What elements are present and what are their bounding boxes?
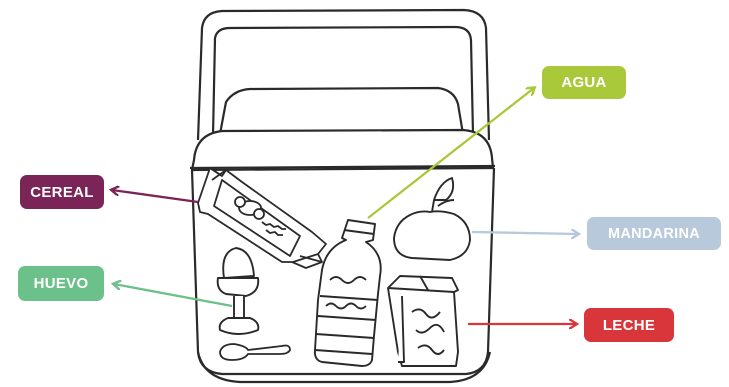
lunchbox-lid: [189, 128, 496, 172]
label-agua: AGUA: [542, 66, 626, 99]
milk-carton-drawing: [387, 275, 459, 367]
lunchbox-handle: [196, 8, 491, 141]
cereal-bar-drawing: [197, 167, 327, 269]
label-leche: LECHE: [584, 308, 674, 342]
mandarin-drawing: [393, 177, 471, 261]
label-mandarina: MANDARINA: [587, 217, 721, 250]
lunchbox-body: [190, 167, 496, 384]
egg-cup-drawing: [216, 247, 260, 335]
spoon-drawing: [219, 343, 291, 361]
label-cereal: CEREAL: [20, 175, 104, 209]
water-bottle-drawing: [313, 219, 382, 367]
huevo-arrow: [114, 284, 233, 308]
agua-arrow: [367, 88, 534, 219]
cereal-arrow: [112, 190, 199, 204]
label-huevo: HUEVO: [18, 266, 104, 301]
mandarina-arrow: [471, 232, 578, 234]
